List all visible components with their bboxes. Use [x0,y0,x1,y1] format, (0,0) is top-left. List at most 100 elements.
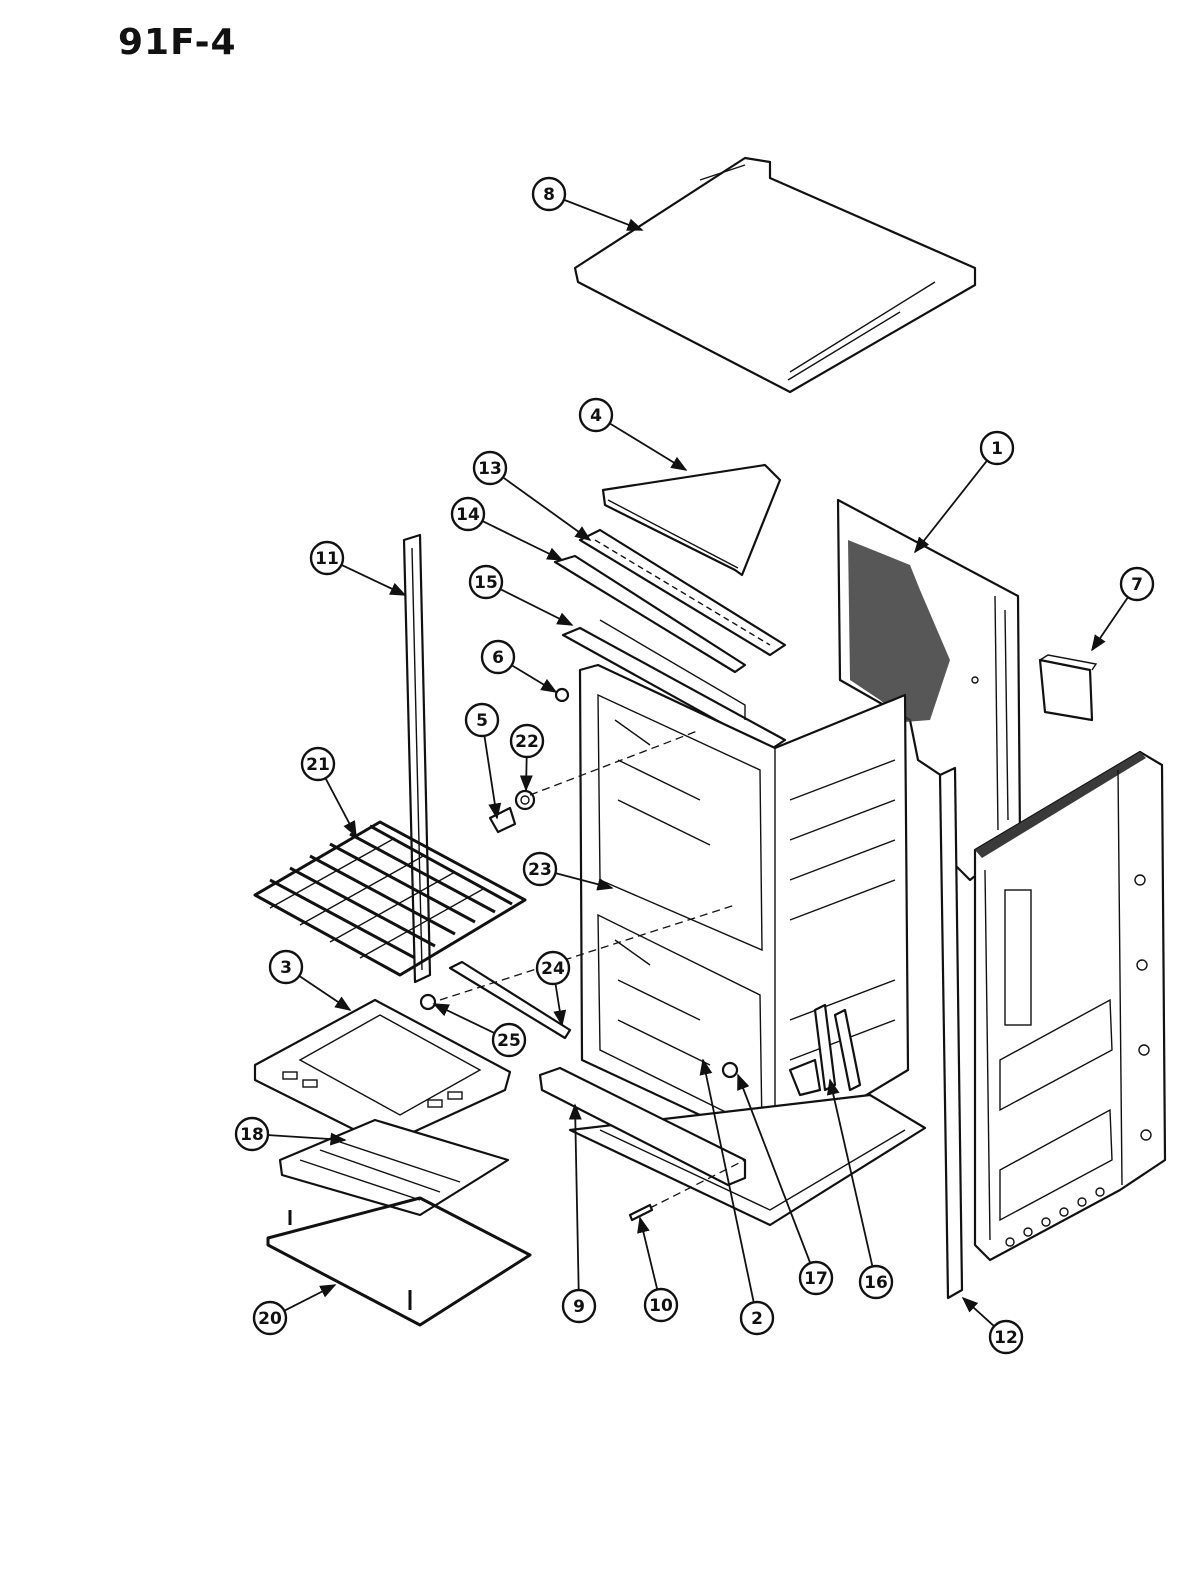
callout-circle [268,949,304,985]
callout-circle [531,176,567,212]
callout-circle [858,1264,894,1300]
callout-9: 9 [561,1103,597,1324]
callout-number: 6 [492,648,504,668]
callout-circle [1119,566,1155,602]
callout-number: 17 [804,1269,828,1289]
callout-leader-arrow [483,736,502,820]
callout-22: 22 [509,723,545,792]
junction-box-part [1038,654,1098,722]
callout-circle [252,1300,288,1336]
callout-number: 21 [306,755,330,775]
callout-circle [535,950,571,986]
callout-number: 13 [478,459,502,479]
callout-circle [480,639,516,675]
callout-number: 14 [456,505,480,525]
oven-rack-part [253,820,527,977]
callout-leader-arrow [556,872,614,891]
callout-circle [450,496,486,532]
callout-circle [468,564,504,600]
callout-17: 17 [737,1073,834,1296]
pan-support-part [266,1196,532,1327]
callout-circle [988,1319,1024,1355]
callout-circle [234,1116,270,1152]
callout-circle [300,746,336,782]
callout-number: 12 [994,1328,1018,1348]
callout-8: 8 [531,176,644,231]
callout-leader-arrow [341,564,407,596]
vent-grille-part [578,528,787,657]
callout-number: 1 [991,439,1003,459]
callout-11: 11 [309,540,407,596]
callout-leader-arrow [1091,597,1129,652]
callout-circle [309,540,345,576]
callout-leader-arrow [826,1078,874,1266]
callout-14: 14 [450,496,564,561]
callout-leader-arrow [568,1103,582,1290]
callout-number: 23 [528,860,552,880]
front-bracket-part [538,1066,747,1187]
callout-leader-arrow [482,520,564,561]
callout-number: 3 [280,958,292,978]
callout-circle [522,851,558,887]
callout-circle [798,1260,834,1296]
side-panel-part [836,498,1022,882]
callout-3: 3 [268,949,352,1011]
callout-number: 22 [515,732,539,752]
callout-leader-arrow [610,423,688,471]
callout-23: 23 [522,851,614,891]
callout-leader-arrow [500,588,574,626]
callout-leader-arrow [284,1284,337,1312]
callout-leader-arrow [512,665,558,693]
callout-circle [509,723,545,759]
callout-6: 6 [480,639,558,693]
callout-5: 5 [464,702,502,820]
callout-16: 16 [826,1078,894,1300]
callout-leader-arrow [299,975,352,1011]
hardware-parts [419,687,862,1222]
callout-circle [472,450,508,486]
alignment-lines [439,729,746,1209]
callout-leader-arrow [553,984,567,1027]
callout-leader-arrow [737,1073,811,1263]
callout-15: 15 [468,564,574,626]
callout-circle [643,1287,679,1323]
callout-number: 11 [315,549,339,569]
callout-number: 24 [541,959,565,979]
callout-4: 4 [578,397,688,471]
broiler-pan-part [278,1118,510,1217]
callout-number: 8 [543,185,555,205]
callout-number: 15 [474,573,498,593]
callout-12: 12 [961,1296,1024,1355]
callout-number: 4 [590,406,602,426]
callout-leader-arrow [519,757,533,792]
callout-number: 9 [573,1297,585,1317]
callout-leader-arrow [325,778,357,838]
callout-circle [491,1022,527,1058]
callout-number: 5 [476,711,488,731]
callout-leader-arrow [268,1132,347,1146]
broiler-pan-cover-part [253,998,512,1147]
callout-2: 2 [699,1058,775,1336]
callout-20: 20 [252,1284,337,1336]
callout-number: 25 [497,1031,521,1051]
callout-leader-arrow [913,460,988,554]
callout-21: 21 [300,746,357,838]
callout-number: 7 [1131,575,1143,595]
left-trim-part [402,533,432,984]
callout-circle [979,430,1015,466]
callout-number: 20 [258,1309,282,1329]
callout-7: 7 [1091,566,1155,652]
side-trim-part [938,766,964,1300]
callout-number: 16 [864,1273,888,1293]
callout-18: 18 [234,1116,347,1152]
callout-number: 2 [751,1309,763,1329]
callout-circle [578,397,614,433]
callout-number: 18 [240,1125,264,1145]
callout-10: 10 [637,1216,679,1323]
callout-circle [464,702,500,738]
vent-strip-part [553,554,747,674]
callout-25: 25 [432,1003,527,1058]
callout-leader-arrow [432,1003,495,1034]
